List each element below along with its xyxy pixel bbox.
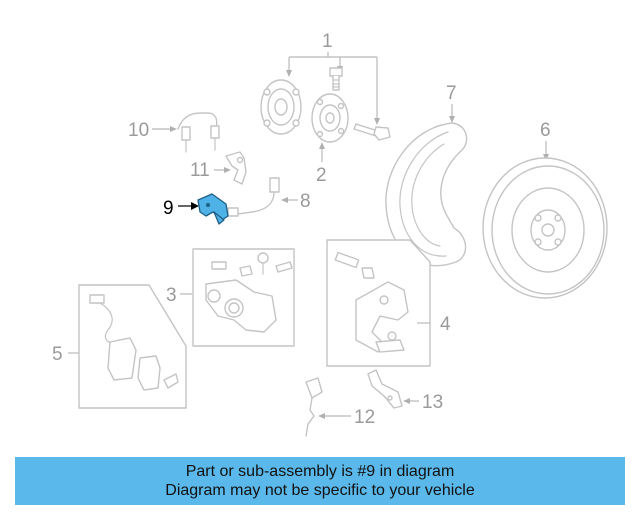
callout-13[interactable]: 13 — [422, 392, 443, 413]
callout-6[interactable]: 6 — [540, 120, 551, 141]
hub-flange — [311, 93, 349, 143]
callout-10[interactable]: 10 — [128, 120, 149, 141]
callout-12[interactable]: 12 — [354, 407, 375, 428]
brake-hose — [227, 177, 280, 217]
info-banner: Part or sub-assembly is #9 in diagram Di… — [15, 457, 625, 505]
callout-1[interactable]: 1 — [322, 31, 333, 52]
banner-line-1: Part or sub-assembly is #9 in diagram — [185, 463, 455, 480]
brake-caliper — [205, 252, 293, 333]
callout-2[interactable]: 2 — [316, 165, 327, 186]
callout-3[interactable]: 3 — [166, 285, 177, 306]
callout-11[interactable]: 11 — [190, 160, 210, 181]
callout-9-arrow — [191, 202, 199, 210]
highlighted-part-9[interactable] — [197, 193, 229, 225]
mounting-bracket — [225, 151, 247, 185]
wheel-hub-bearing — [260, 79, 302, 135]
wheel-bolt-small — [329, 67, 343, 91]
retaining-clip — [367, 369, 403, 409]
brake-line — [177, 112, 220, 153]
brake-rotor — [482, 157, 608, 299]
parts-diagram: 1 2 10 — [52, 31, 608, 437]
callout-9[interactable]: 9 — [163, 198, 174, 219]
splash-shield — [385, 122, 468, 267]
banner-line-2: Diagram may not be specific to your vehi… — [165, 482, 475, 499]
callout-7[interactable]: 7 — [446, 83, 457, 104]
wear-sensor — [305, 377, 323, 437]
caliper-carrier — [334, 251, 409, 353]
brake-pads — [89, 294, 179, 391]
callout-5[interactable]: 5 — [52, 344, 63, 365]
axle-bolt — [353, 123, 391, 141]
callout-8[interactable]: 8 — [300, 191, 311, 212]
callout-4[interactable]: 4 — [440, 314, 451, 335]
